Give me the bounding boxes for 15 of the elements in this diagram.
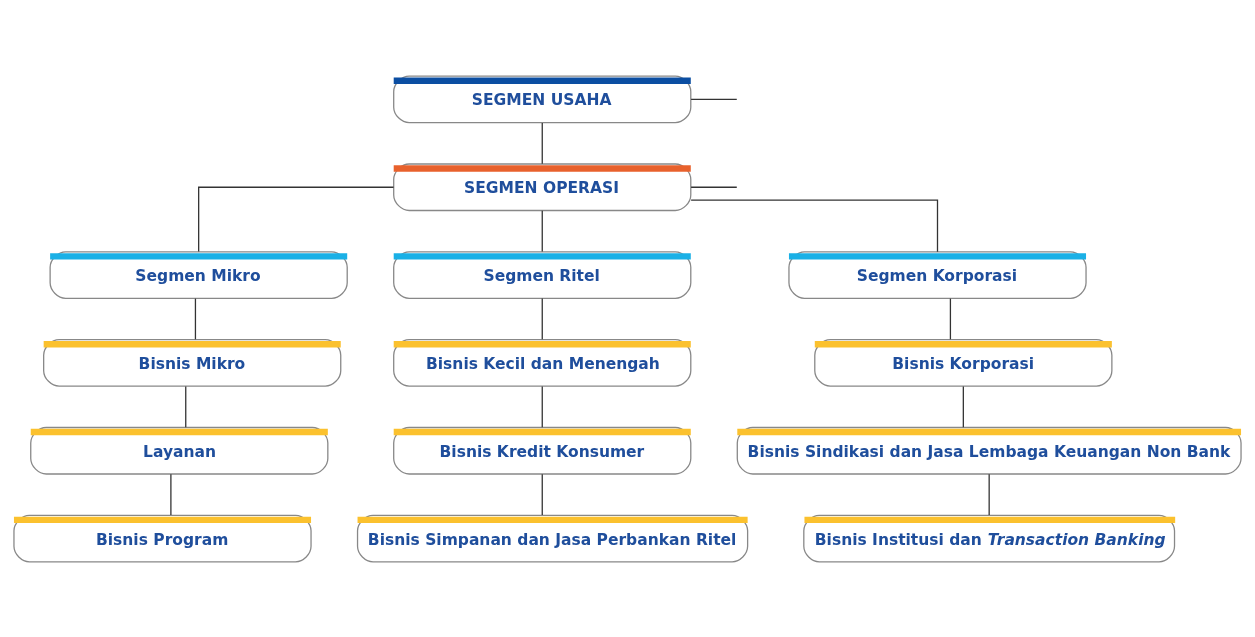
- connector: [541, 209, 543, 252]
- connector: [962, 385, 964, 428]
- connector: [541, 473, 543, 516]
- connector: [185, 385, 187, 428]
- connector: [988, 473, 990, 516]
- connector: [690, 98, 738, 100]
- connector: [541, 385, 543, 428]
- connector: [194, 297, 197, 340]
- connector: [690, 186, 738, 188]
- connector: [690, 199, 939, 252]
- connector: [541, 121, 543, 164]
- connector: [170, 473, 172, 516]
- connector: [541, 297, 543, 340]
- connector: [198, 186, 395, 252]
- connector: [949, 297, 952, 340]
